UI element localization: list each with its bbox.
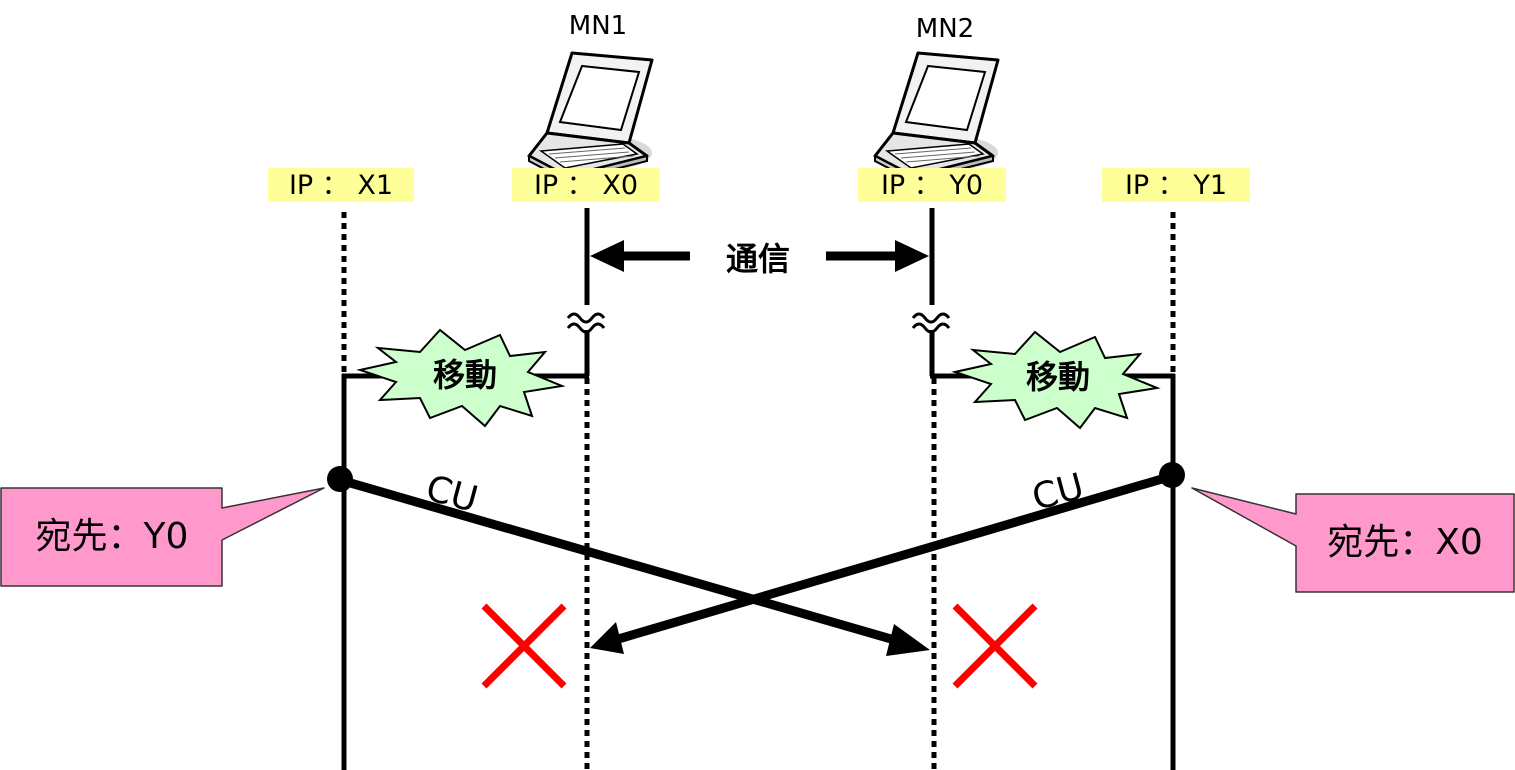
cu-origin-left: [327, 466, 353, 492]
ip-x0-label: IP ： X0: [534, 170, 638, 201]
ip-y1-label: IP ： Y1: [1125, 170, 1227, 201]
callout-right: 宛先：X0: [1191, 487, 1515, 593]
move-burst-right: [951, 330, 1161, 430]
mn1-name: MN1: [569, 11, 627, 41]
cu-arrow-right-head: [590, 622, 624, 654]
x0-wave-break-icon: [566, 312, 606, 334]
comm-arrow-right-head: [895, 240, 929, 272]
mn2-name: MN2: [916, 14, 974, 44]
cu-label-right: CU: [1028, 466, 1088, 519]
callout-left: 宛先：Y0: [0, 487, 325, 587]
ip-x1-bg: [268, 168, 414, 202]
failure-cross-icon-left: [481, 603, 567, 689]
cu-label-left: CU: [422, 468, 482, 521]
move-label-right: 移動: [1026, 358, 1090, 396]
cu-arrow-left-head: [886, 624, 930, 656]
cu-origin-right: [1159, 462, 1185, 488]
failure-cross-icon-right: [952, 603, 1038, 689]
ip-x1-label: IP ： X1: [289, 170, 393, 201]
mn2-laptop-icon: [873, 51, 1000, 183]
move-label-left: 移動: [433, 356, 497, 394]
move-burst-left: [356, 328, 566, 428]
comm-label: 通信: [726, 240, 790, 278]
ip-y1-bg: [1102, 168, 1250, 202]
cu-arrow-left-shaft: [338, 475, 907, 648]
ip-y0-bg: [858, 168, 1006, 202]
callout-right-text: 宛先：X0: [1327, 522, 1483, 563]
ip-y0-label: IP ： Y0: [881, 170, 983, 201]
cu-arrow-right-shaft: [613, 471, 1174, 645]
ip-x0-bg: [512, 168, 660, 202]
callout-left-text: 宛先：Y0: [36, 516, 189, 557]
y0-wave-break-icon: [911, 312, 951, 334]
comm-arrow-left-head: [590, 240, 624, 272]
mn1-laptop-icon: [527, 51, 654, 183]
